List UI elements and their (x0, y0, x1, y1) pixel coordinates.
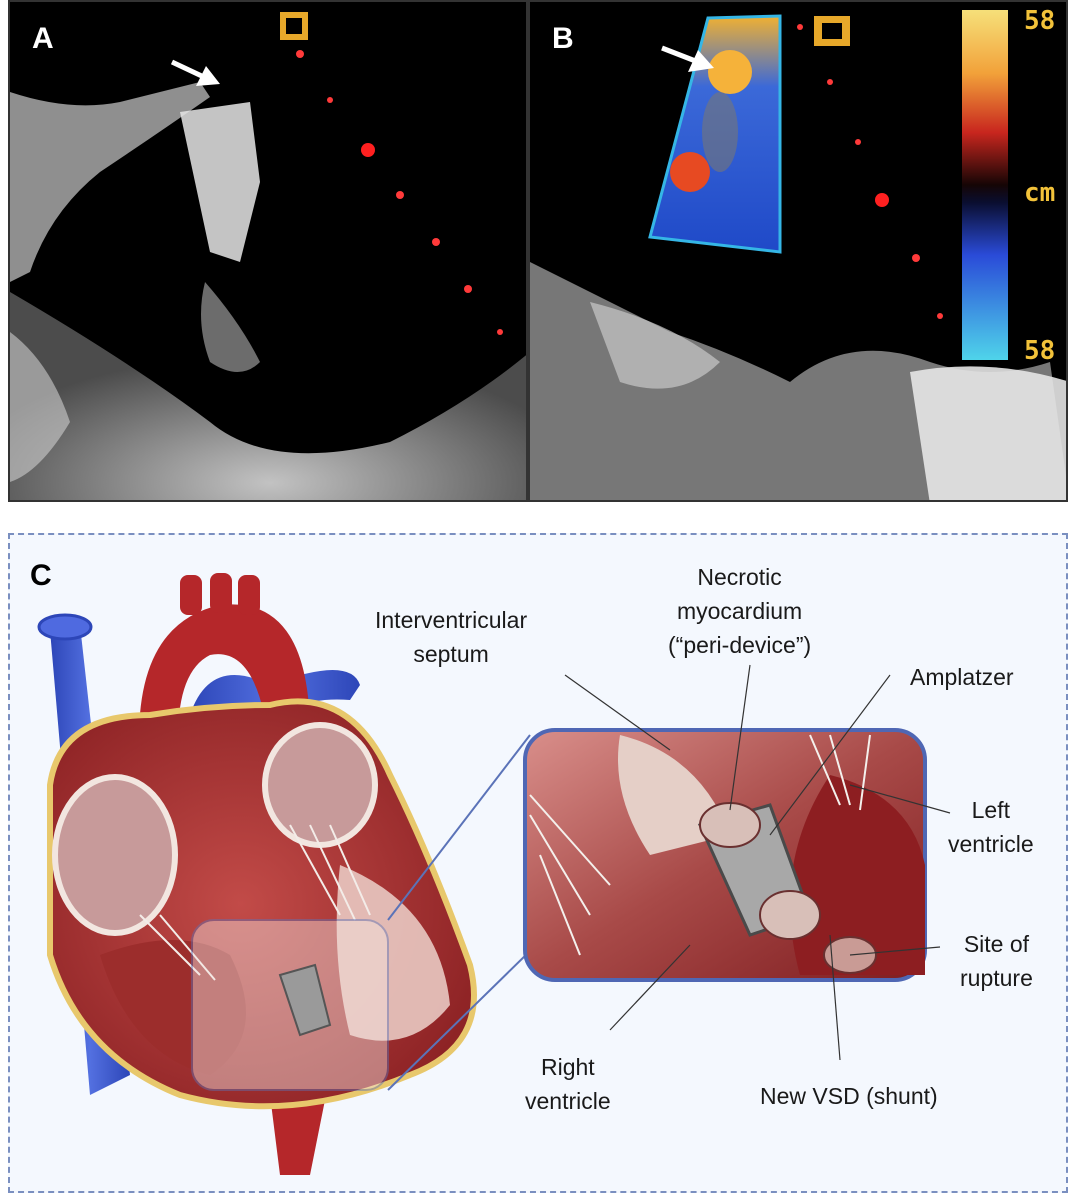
heart-illustration (37, 573, 951, 1175)
aorta (139, 604, 310, 775)
arrow-pointer-icon (661, 45, 714, 72)
scale-unit: cm (1024, 178, 1056, 208)
label-site-of-rupture: Site of rupture (960, 931, 1033, 991)
panel-label-a: A (32, 22, 54, 55)
illustration-panel-c: C Interventricular septum Necrotic myoca… (8, 533, 1068, 1193)
label-interventricular-septum: Interventricular septum (375, 607, 528, 667)
label-right-ventricle: Right ventricle (525, 1054, 611, 1114)
panel-label-c: C (30, 559, 52, 592)
velocity-scale-bar (962, 10, 1008, 360)
label-left-ventricle: Left ventricle (948, 797, 1034, 857)
echo-panel-b: B 58 cm 58 (528, 0, 1068, 502)
scale-bottom-value: 58 (1024, 336, 1056, 366)
echo-image-a (10, 2, 526, 500)
label-necrotic-myocardium: Necrotic myocardium (“peri-device”) (668, 564, 812, 658)
echo-panel-a: A (8, 0, 528, 502)
scale-top-value: 58 (1024, 6, 1056, 36)
doppler-sector (648, 14, 782, 254)
zoomed-inset (523, 728, 927, 982)
label-new-vsd: New VSD (shunt) (760, 1083, 938, 1109)
echo-image-b (530, 2, 1066, 500)
arrow-pointer-icon (170, 59, 220, 86)
label-amplatzer: Amplatzer (910, 664, 1014, 690)
panel-label-b: B (552, 22, 574, 55)
amplatzer-device-small (278, 963, 332, 1037)
